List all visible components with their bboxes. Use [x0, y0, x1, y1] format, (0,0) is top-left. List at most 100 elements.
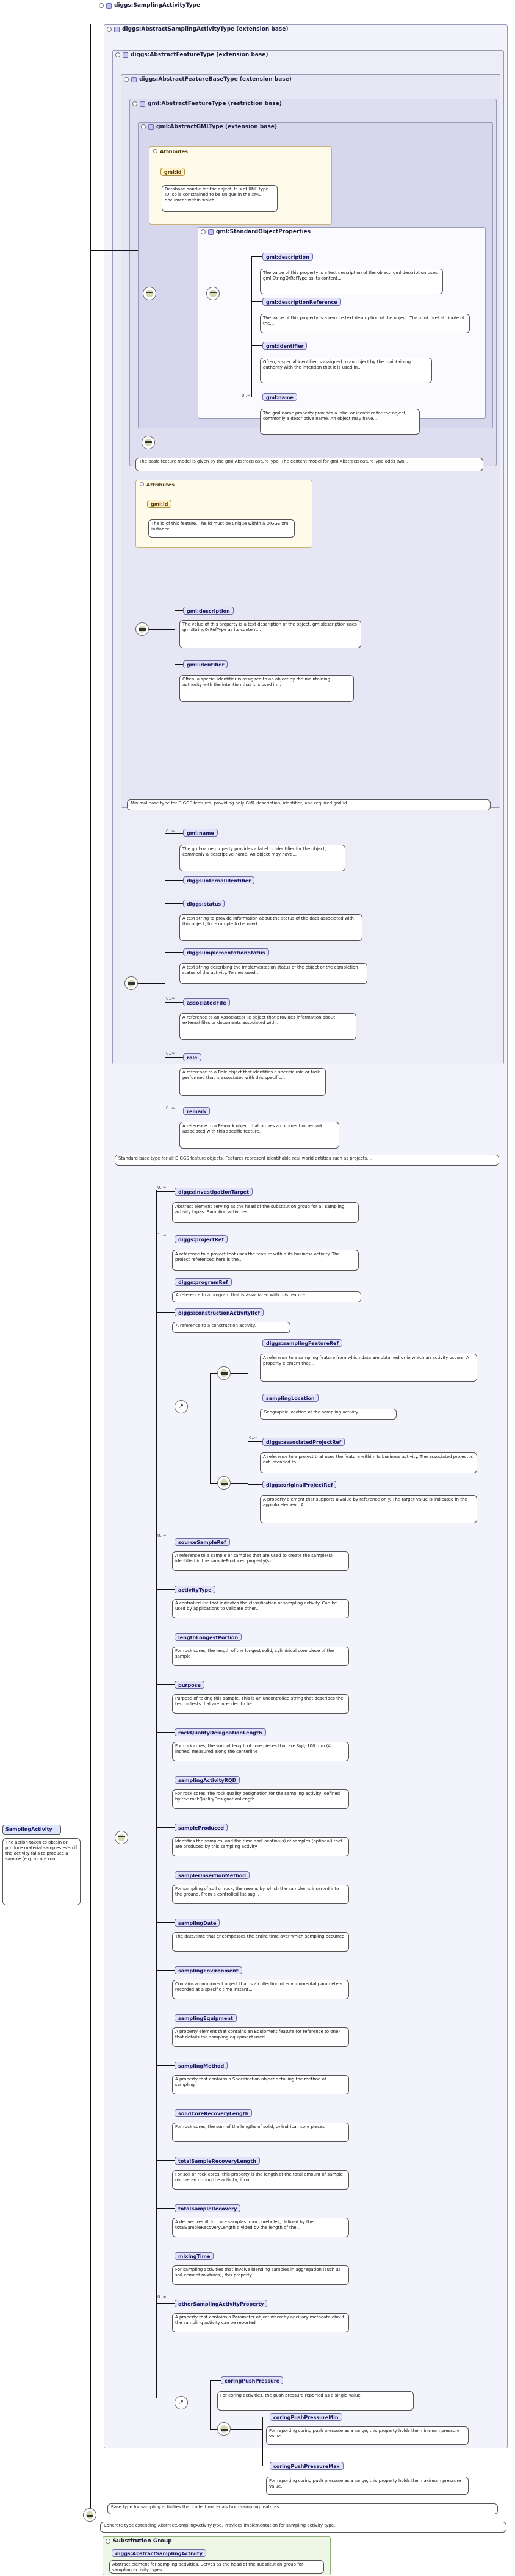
- sampling-element-doc: A reference to a project that uses the f…: [172, 1250, 359, 1271]
- occurrence-label: 0..∞: [157, 1533, 167, 1538]
- feature-element[interactable]: remark: [183, 1107, 211, 1115]
- sequence-compositor-icon[interactable]: [206, 287, 220, 300]
- collapse-toggle-icon[interactable]: [132, 101, 137, 106]
- gml-description-reference-element[interactable]: gml:descriptionReference: [262, 298, 341, 306]
- feature-element[interactable]: role: [183, 1053, 201, 1061]
- feature-element[interactable]: diggs:internalIdentifier: [183, 876, 255, 884]
- base-description-element[interactable]: gml:description: [183, 607, 234, 615]
- sampling-element[interactable]: samplerInsertionMethod: [175, 1871, 250, 1879]
- sampling-element-doc: A controlled list that indicates the cla…: [172, 1599, 349, 1618]
- occurrence-label: 0..∞: [166, 829, 175, 834]
- sampling-element[interactable]: samplingEnvironment: [175, 1966, 242, 1974]
- occurrence-label: 0..∞: [157, 1185, 167, 1190]
- abstract-note: Base type for sampling activities that c…: [107, 2503, 498, 2514]
- collapse-toggle-icon[interactable]: [115, 52, 120, 57]
- sampling-element[interactable]: sourceSampleRef: [175, 1538, 230, 1546]
- gml-identifier-element[interactable]: gml:identifier: [262, 342, 308, 350]
- collapse-toggle-icon[interactable]: [106, 2539, 110, 2544]
- sequence-compositor-icon[interactable]: [115, 1831, 128, 1844]
- sampling-element-doc: For sampling activities that involve ble…: [172, 2265, 349, 2285]
- sequence-compositor-icon[interactable]: [217, 1476, 231, 1490]
- feature-element[interactable]: diggs:status: [183, 900, 225, 907]
- sampling-element[interactable]: diggs:investigationTarget: [175, 1188, 253, 1196]
- substitution-group-box: Substitution Group diggs:AbstractSamplin…: [103, 2536, 331, 2575]
- gml-id-attribute[interactable]: gml:id: [160, 168, 185, 176]
- sampling-element[interactable]: mixingTime: [175, 2252, 214, 2260]
- type-icon: [140, 101, 145, 107]
- attributes-title: Attributes: [146, 482, 175, 488]
- sampling-element-doc: For sampling of soil or rock, the means …: [172, 1885, 349, 1904]
- attributes-title: Attributes: [160, 149, 188, 154]
- choice-element-doc: Geographic location of the sampling acti…: [260, 1409, 397, 1420]
- choice-compositor-icon[interactable]: [175, 2396, 188, 2409]
- collapse-toggle-icon[interactable]: [140, 482, 144, 486]
- feature-element[interactable]: associatedFile: [183, 998, 230, 1006]
- choice-element[interactable]: diggs:associatedProjectRef: [262, 1438, 345, 1446]
- gml-description-element[interactable]: gml:description: [262, 253, 313, 261]
- type-header: diggs:AbstractSamplingActivityType (exte…: [122, 26, 289, 32]
- sampling-element[interactable]: otherSamplingActivityProperty: [175, 2300, 268, 2307]
- gml-id-attribute[interactable]: gml:id: [147, 500, 172, 508]
- feature-element[interactable]: gml:name: [183, 829, 218, 837]
- collapse-toggle-icon[interactable]: [107, 27, 112, 32]
- type-icon: [131, 76, 137, 82]
- occurrence-label: 0..∞: [166, 1051, 175, 1056]
- sampling-element[interactable]: totalSampleRecovery: [175, 2204, 241, 2212]
- choice-element[interactable]: diggs:samplingFeatureRef: [262, 1339, 342, 1347]
- choice-element[interactable]: diggs:originalProjectRef: [262, 1481, 337, 1488]
- sequence-compositor-icon[interactable]: [135, 622, 149, 636]
- sampling-element[interactable]: samplingActivityRQD: [175, 1776, 240, 1784]
- gml-name-element[interactable]: gml:name: [262, 393, 297, 401]
- sampling-element[interactable]: solidCoreRecoveryLength: [175, 2109, 253, 2117]
- substitution-element[interactable]: diggs:AbstractSamplingActivity: [112, 2549, 206, 2557]
- root-element[interactable]: SamplingActivity: [2, 1825, 61, 1835]
- base-attributes-card: Attributes gml:id The id of this feature…: [135, 480, 312, 548]
- sampling-element[interactable]: diggs:projectRef: [175, 1235, 228, 1243]
- collapse-toggle-icon[interactable]: [201, 229, 206, 234]
- type-icon: [123, 52, 128, 58]
- collapse-toggle-icon[interactable]: [99, 3, 104, 8]
- feature-element[interactable]: diggs:implementationStatus: [183, 948, 269, 956]
- coring-element[interactable]: coringPushPressure: [221, 2376, 284, 2384]
- concrete-note: Concrete type extending AbstractSampling…: [100, 2522, 506, 2533]
- sequence-compositor-icon[interactable]: [83, 2508, 96, 2522]
- type-header: gml:AbstractFeatureType (restriction bas…: [148, 101, 282, 107]
- sampling-element[interactable]: purpose: [175, 1681, 204, 1689]
- sequence-compositor-icon[interactable]: [217, 1366, 231, 1380]
- title-bar: diggs:SamplingActivityType: [99, 2, 200, 9]
- sampling-element-doc: For rock cores, the sum of the lengths o…: [172, 2123, 349, 2142]
- sampling-element[interactable]: samplingDate: [175, 1919, 220, 1927]
- sampling-element-doc: A reference to a sample or samples that …: [172, 1551, 349, 1571]
- sampling-element[interactable]: samplingEquipment: [175, 2014, 237, 2022]
- sampling-element[interactable]: activityType: [175, 1586, 215, 1593]
- feature-element-doc: A reference to a Role object that identi…: [179, 1068, 326, 1096]
- choice-compositor-icon[interactable]: [175, 1400, 188, 1413]
- sequence-compositor-icon[interactable]: [142, 436, 155, 449]
- gml-name-doc: The gml:name property provides a label o…: [260, 409, 420, 435]
- choice-element-doc: A property element that supports a value…: [260, 1495, 477, 1523]
- sampling-element[interactable]: lengthLongestPortion: [175, 1633, 242, 1641]
- sampling-element[interactable]: totalSampleRecoveryLength: [175, 2157, 260, 2165]
- collapse-toggle-icon[interactable]: [153, 149, 157, 153]
- coring-element[interactable]: coringPushPressureMax: [270, 2462, 344, 2470]
- sampling-element[interactable]: diggs:programRef: [175, 1278, 232, 1286]
- sampling-element[interactable]: rockQualityDesignationLength: [175, 1728, 266, 1736]
- type-header: diggs:AbstractFeatureType (extension bas…: [131, 52, 268, 58]
- sequence-compositor-icon[interactable]: [143, 287, 156, 300]
- sampling-element[interactable]: diggs:constructionActivityRef: [175, 1308, 264, 1316]
- base-identifier-doc: Often, a special identifier is assigned …: [179, 675, 354, 702]
- feature-element-doc: A text string describing the implementat…: [179, 963, 367, 984]
- collapse-toggle-icon[interactable]: [141, 124, 146, 129]
- sampling-element[interactable]: samplingMethod: [175, 2062, 228, 2069]
- collapse-toggle-icon[interactable]: [124, 77, 129, 82]
- choice-element[interactable]: samplingLocation: [262, 1394, 319, 1402]
- sampling-element[interactable]: sampleProduced: [175, 1824, 228, 1831]
- choice-element-doc: A reference to a sampling feature from w…: [260, 1354, 477, 1382]
- root-element-doc: The action taken to obtain or produce ma…: [2, 1838, 81, 1905]
- sequence-compositor-icon[interactable]: [124, 976, 138, 990]
- feature-base-note: Minimal base type for DIGGS features, pr…: [127, 799, 491, 810]
- substitution-title: Substitution Group: [113, 2538, 172, 2544]
- sequence-compositor-icon[interactable]: [217, 2422, 231, 2436]
- base-identifier-element[interactable]: gml:identifier: [183, 660, 228, 668]
- coring-element[interactable]: coringPushPressureMin: [270, 2413, 342, 2421]
